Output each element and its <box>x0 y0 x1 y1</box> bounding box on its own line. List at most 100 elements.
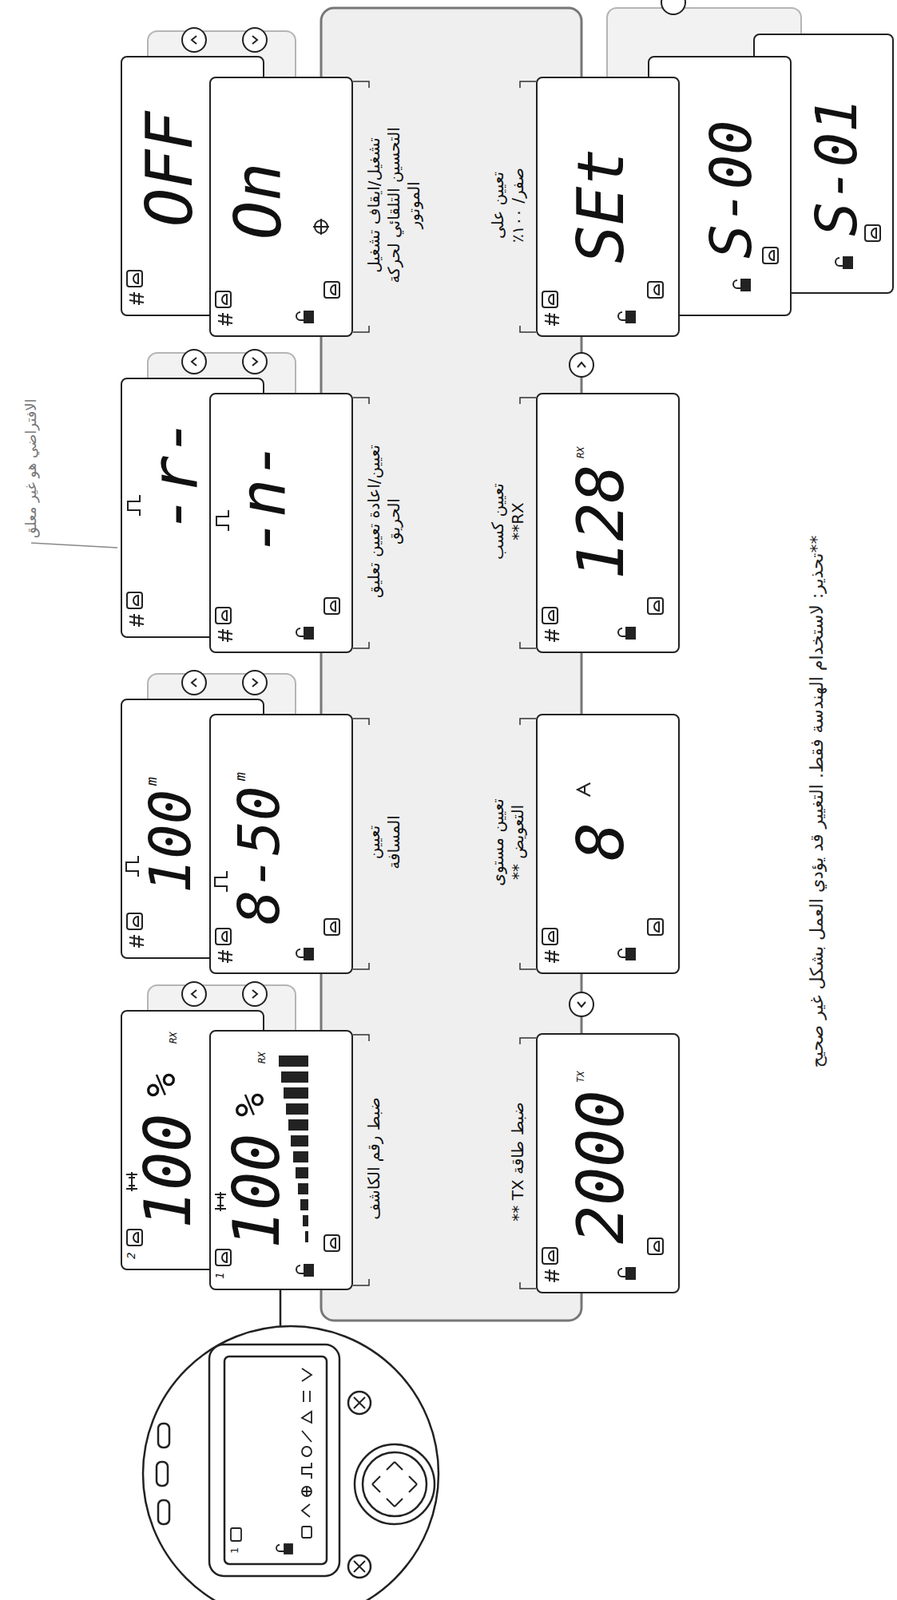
det-icon <box>646 915 666 938</box>
nav-buttons-part <box>569 353 594 378</box>
lcd-annotation: 2 <box>125 1253 137 1260</box>
hash-icon <box>215 942 235 965</box>
menu-caption: تعيين على صفر/ ١٠٠٪ <box>488 157 528 254</box>
lcd-readout: OFF <box>138 111 203 228</box>
hash-icon <box>215 305 235 328</box>
device-illustration-part <box>353 1561 366 1573</box>
det-icon <box>214 924 234 948</box>
nav-buttons-part-part <box>191 35 197 44</box>
nav-buttons-part-part <box>182 349 207 374</box>
menu-caption: ضبط رقم الكاشف <box>364 1031 385 1287</box>
nav-buttons <box>182 0 686 1017</box>
pulse-icon <box>123 494 143 517</box>
det-icon <box>540 1244 560 1267</box>
device-illustration-part-part <box>284 1544 293 1555</box>
lcd-annotation: 1 <box>214 1273 226 1280</box>
bracket-mark <box>353 81 370 88</box>
lock-icon <box>295 1257 315 1280</box>
bracket-mark <box>353 1035 370 1042</box>
nav-buttons-part-part <box>242 349 267 374</box>
device-illustration-part <box>142 1326 439 1600</box>
leader-line <box>31 543 118 548</box>
lcd-readout: On <box>226 162 291 240</box>
det-icon <box>214 1246 234 1269</box>
hash-icon <box>542 1262 562 1285</box>
lock-icon <box>834 249 854 272</box>
comp-icon <box>574 778 594 802</box>
det-icon <box>863 221 883 244</box>
device-illustration-part <box>353 1397 366 1410</box>
lock-icon <box>617 303 637 326</box>
device-illustration-part-part <box>276 1545 285 1552</box>
det-icon <box>322 915 342 938</box>
bracket-mark <box>353 963 370 970</box>
lcd-annotation: RX <box>257 1052 267 1064</box>
device-illustration <box>142 1326 439 1600</box>
bar-segment <box>295 1167 309 1179</box>
device-illustration-part <box>362 1452 427 1517</box>
bracket-mark <box>519 718 536 726</box>
lock-icon <box>732 271 752 294</box>
det-icon <box>125 909 145 933</box>
det-icon <box>322 277 342 301</box>
device-illustration-part <box>348 1392 371 1415</box>
pulse-icon <box>212 509 232 532</box>
det-icon <box>646 1234 666 1258</box>
lock-icon <box>295 303 315 326</box>
device-illustration-part <box>158 1500 170 1525</box>
lcd-screen: تعيين مستوى التعويض **8 <box>535 714 680 975</box>
nav-buttons-part <box>242 670 267 695</box>
nav-buttons-part <box>242 27 267 52</box>
nav-buttons-part-part <box>242 27 267 52</box>
lcd-readout: % <box>230 1093 270 1118</box>
lcd-readout: S-00 <box>702 120 760 259</box>
det-icon <box>540 603 560 627</box>
device-illustration-part <box>209 1345 340 1577</box>
det-icon <box>214 603 234 627</box>
lcd-screen: ضبط رقم الكاشف1100%RX <box>209 1030 354 1291</box>
device-illustration-part <box>354 1444 435 1525</box>
lcd-screen: تعيين على صفر/ ١٠٠٪SEt <box>535 76 680 338</box>
nav-buttons-part-part <box>182 27 207 52</box>
bracket-mark <box>519 642 536 649</box>
device-lcd-digit: 1 <box>228 1547 242 1555</box>
device-illustration-part <box>230 1369 312 1555</box>
lock-icon <box>617 940 637 964</box>
det-icon <box>761 243 781 266</box>
device-illustration-part-part <box>301 1487 312 1497</box>
nav-buttons-part <box>242 982 267 1007</box>
nav-buttons-part <box>182 27 207 52</box>
bar-segment <box>288 1119 309 1132</box>
nav-buttons-part-part <box>661 0 686 15</box>
bracket-mark <box>353 325 370 333</box>
device-illustration-part <box>224 1357 327 1565</box>
lcd-screen: تعيين المسافة8-50m <box>209 714 354 975</box>
bracket-mark <box>353 397 370 405</box>
device-illustration-part-part <box>301 1431 312 1443</box>
bracket-mark <box>519 963 536 970</box>
nav-buttons-part <box>242 349 267 374</box>
nav-buttons-part-part <box>242 670 267 695</box>
lock-icon <box>617 619 637 643</box>
nav-buttons-part <box>569 992 594 1017</box>
hash-icon <box>542 621 562 644</box>
bracket-mark <box>353 642 370 649</box>
lcd-readout: 2000 <box>569 1090 634 1245</box>
det-icon <box>125 266 145 290</box>
bracket-mark <box>519 1038 536 1045</box>
device-illustration-part-part <box>301 1369 312 1382</box>
bracket-mark <box>519 397 536 405</box>
nav-buttons-part-part <box>252 678 258 687</box>
device-illustration-part-part <box>303 1391 310 1403</box>
lcd-annotation: RX <box>168 1032 179 1044</box>
nav-buttons-part-part <box>191 990 197 999</box>
menu-caption: تشغيل/ايقاف تشغيل التحسين التلقائي لحركة… <box>364 125 425 286</box>
bar-segment <box>297 1183 309 1195</box>
bar-segment <box>293 1151 309 1163</box>
lcd-screen: تعيين كسب RX**128RX <box>535 392 680 654</box>
det-icon <box>322 1231 342 1255</box>
nav-buttons-part-part <box>252 357 258 366</box>
bracket-mark <box>519 325 536 333</box>
bar-segment <box>290 1135 309 1148</box>
lcd-screen: ضبط طاقة TX **2000TX <box>535 1033 680 1294</box>
